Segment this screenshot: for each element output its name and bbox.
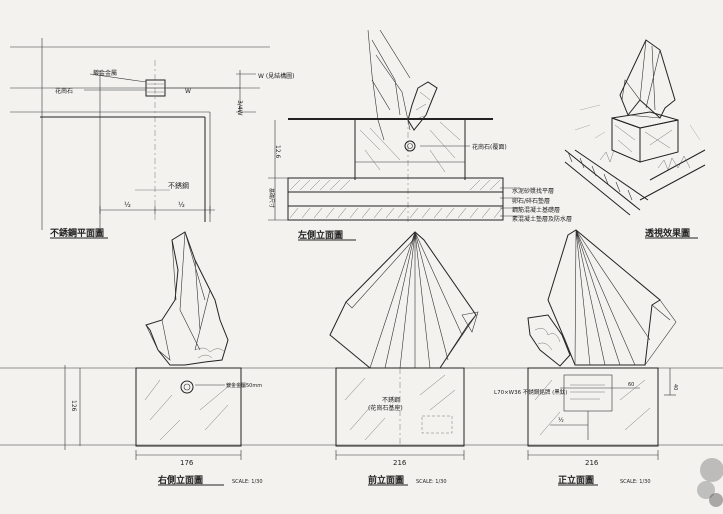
perspective-view: 透視效果圖 bbox=[564, 39, 706, 239]
right-elev-dim-h: 126 bbox=[70, 400, 77, 412]
plan-center-label: 不銹鋼 bbox=[168, 181, 189, 190]
front-elev-label-2: (花崗石基座) bbox=[368, 404, 403, 412]
right-elev-base bbox=[135, 367, 242, 447]
front-elevation-view: 不銹鋼 (花崗石基座) 216 前立面圖 SCALE: 1/30 bbox=[329, 231, 479, 486]
plan-stone-label: 花崗石 bbox=[55, 87, 73, 95]
section-note-4: 素混凝土墊層及防水層 bbox=[512, 215, 572, 223]
section-cap bbox=[288, 118, 493, 120]
section-note-3: 鋼筋混凝土基礎層 bbox=[512, 206, 560, 214]
rear-elev-title: 正立面圖 bbox=[558, 474, 594, 486]
section-top-label: 花崗石(覆面) bbox=[472, 143, 507, 151]
plan-gold-label: 鍍金金屬 bbox=[93, 69, 117, 77]
front-elev-title: 前立面圖 bbox=[368, 474, 404, 486]
front-elev-label-1: 不銹鋼 bbox=[382, 396, 400, 404]
right-elev-label: 鍍金金屬50mm bbox=[226, 382, 262, 389]
right-elev-scale: SCALE: 1/30 bbox=[232, 479, 263, 485]
front-elev-scale: SCALE: 1/30 bbox=[416, 479, 447, 485]
plan-view: 鍍金金屬 花崗石 W (見結構圖) W 3/4W 不銹鋼 ½ ½ 不銹鋼平面圖 bbox=[10, 38, 295, 239]
right-elev-dim-w: 176 bbox=[180, 459, 194, 467]
plan-dim-half-left: ½ bbox=[124, 201, 131, 209]
section-base-dim: 基礎尺寸 bbox=[268, 188, 275, 208]
plan-vert-dim: 3/4W bbox=[236, 100, 243, 116]
rear-elev-dim-side: 40 bbox=[672, 384, 678, 390]
right-elev-title: 右側立面圖 bbox=[157, 474, 203, 486]
plan-w-dim: W bbox=[185, 88, 191, 95]
section-left-dim: 12.6 bbox=[274, 145, 281, 159]
rear-elevation-view: L70×W36 不銹鋼銘牌 (黑鈦) 60 ½ 40 216 正立面圖 SCAL… bbox=[494, 229, 678, 486]
rear-elev-base bbox=[527, 367, 659, 447]
plan-metal-block bbox=[145, 79, 166, 97]
section-view: 花崗石(覆面) 12.6 基礎尺寸 水泥砂漿找平層 卵石/碎石墊層 鋼筋混凝土基… bbox=[268, 29, 572, 241]
front-elev-plaque bbox=[421, 415, 453, 434]
right-elev-medallion bbox=[180, 380, 194, 394]
plan-title: 不銹鋼平面圖 bbox=[50, 227, 104, 239]
plan-w-label: W (見結構圖) bbox=[258, 72, 295, 80]
rear-elev-dim-w: 216 bbox=[585, 459, 599, 467]
rear-elev-scale: SCALE: 1/30 bbox=[620, 479, 651, 485]
front-elev-dim-w: 216 bbox=[393, 459, 407, 467]
section-title: 左側立面圖 bbox=[297, 229, 343, 241]
plan-dim-half-right: ½ bbox=[178, 201, 185, 209]
section-note-1: 水泥砂漿找平層 bbox=[512, 187, 554, 195]
rear-elev-label: L70×W36 不銹鋼銘牌 (黑鈦) bbox=[494, 388, 567, 396]
scan-smudge bbox=[697, 458, 723, 507]
section-medallion bbox=[404, 140, 416, 152]
right-elevation-view: 鍍金金屬50mm 126 176 右側立面圖 SCALE: 1/30 bbox=[64, 231, 263, 486]
perspective-title: 透視效果圖 bbox=[645, 227, 690, 239]
section-note-2: 卵石/碎石墊層 bbox=[512, 197, 550, 205]
section-layer-3 bbox=[287, 205, 504, 221]
rear-elev-dim-half: ½ bbox=[558, 417, 564, 424]
rear-elev-dim-60: 60 bbox=[628, 382, 634, 388]
